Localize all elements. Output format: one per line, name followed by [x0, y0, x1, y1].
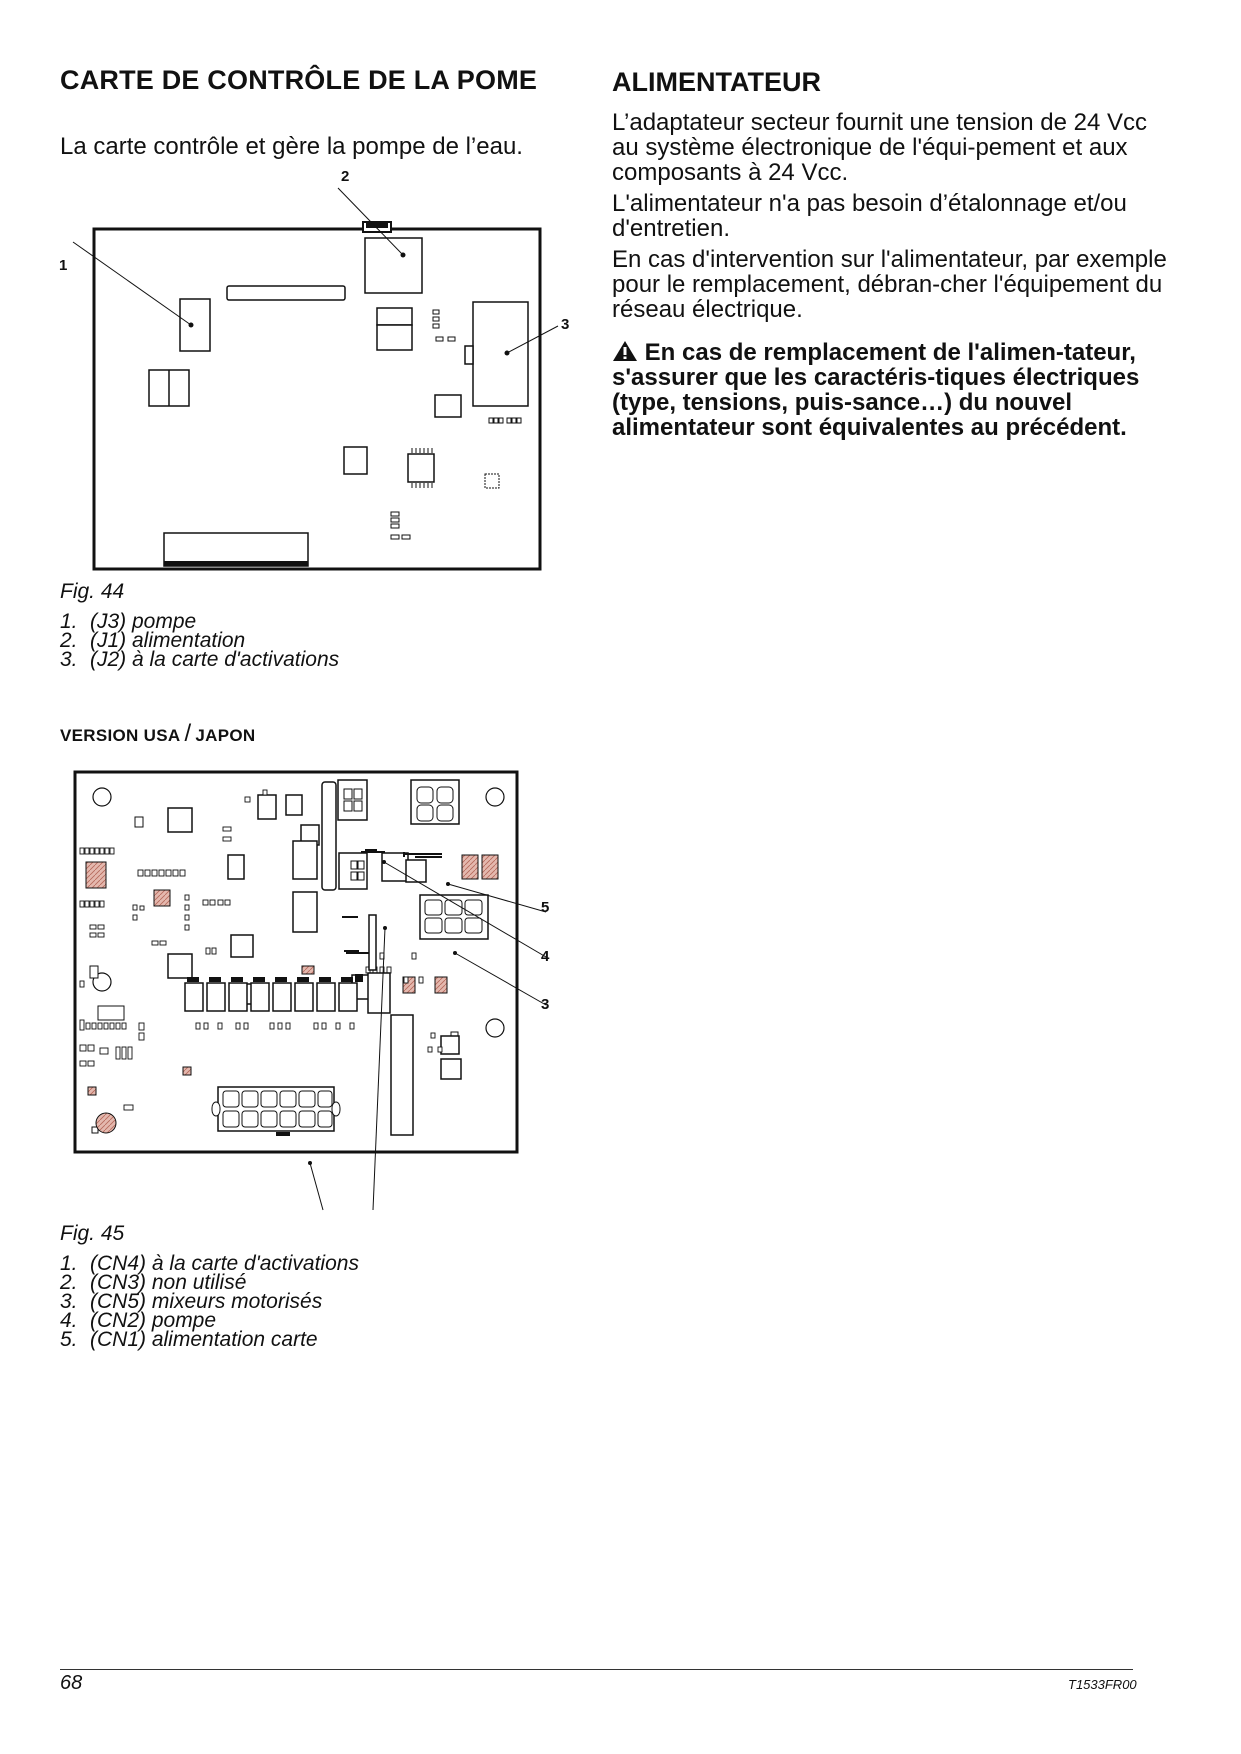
fig44-caption: Fig. 44 — [60, 580, 125, 603]
power-supply-paragraph-3: En cas d'intervention sur l'alimentateur… — [612, 246, 1167, 323]
fig45-callout-5: 5 — [541, 899, 549, 916]
fig45-caption: Fig. 45 — [60, 1222, 125, 1245]
fig44-legend-item: 3.(J2) à la carte d'activations — [60, 648, 340, 671]
power-supply-paragraph-1: L’adaptateur secteur fournit une tension… — [612, 109, 1148, 186]
power-supply-paragraph-2: L'alimentateur n'a pas besoin d’étalonna… — [612, 190, 1127, 242]
page-number: 68 — [60, 1672, 83, 1694]
warning-block: En cas de remplacement de l'alimen-tateu… — [612, 340, 1172, 440]
version-subheading: VERSION USA/JAPON — [60, 720, 256, 747]
fig44-callout-3: 3 — [561, 316, 569, 333]
fig45-legend: 1.(CN4) à la carte d'activations 2.(CN3)… — [60, 1252, 359, 1351]
fig45-legend-item: 2.(CN3) non utilisé — [60, 1271, 247, 1294]
figure-45-board-diagram: 5 4 3 — [73, 770, 550, 1211]
fig45-legend-item: 1.(CN4) à la carte d'activations — [60, 1252, 359, 1275]
fig45-legend-item: 5.(CN1) alimentation carte — [60, 1328, 318, 1351]
fig45-callout-3: 3 — [541, 996, 549, 1013]
fig44-callout-2: 2 — [341, 170, 349, 185]
fig45-legend-item: 3.(CN5) mixeurs motorisés — [60, 1290, 323, 1313]
fig45-legend-item: 4.(CN2) pompe — [60, 1309, 217, 1332]
fig44-callout-1: 1 — [59, 257, 67, 274]
fig44-legend-item: 2.(J1) alimentation — [60, 629, 246, 652]
document-code: T1533FR00 — [1068, 1677, 1137, 1692]
footer-divider — [60, 1669, 1133, 1670]
figure-44-board-diagram: 1 2 3 — [59, 170, 569, 571]
intro-text: La carte contrôle et gère la pompe de l’… — [60, 133, 523, 160]
fig45-callout-4: 4 — [541, 948, 550, 965]
fig44-legend: 1.(J3) pompe 2.(J1) alimentation 3.(J2) … — [60, 610, 340, 671]
section-heading-control-board: CARTE DE CONTRÔLE DE LA POME — [60, 65, 538, 95]
fig44-legend-item: 1.(J3) pompe — [60, 610, 197, 633]
warning-text: En cas de remplacement de l'alimen-tateu… — [612, 339, 1140, 441]
section-heading-power-supply: ALIMENTATEUR — [612, 67, 821, 97]
warning-triangle-icon — [613, 341, 637, 361]
